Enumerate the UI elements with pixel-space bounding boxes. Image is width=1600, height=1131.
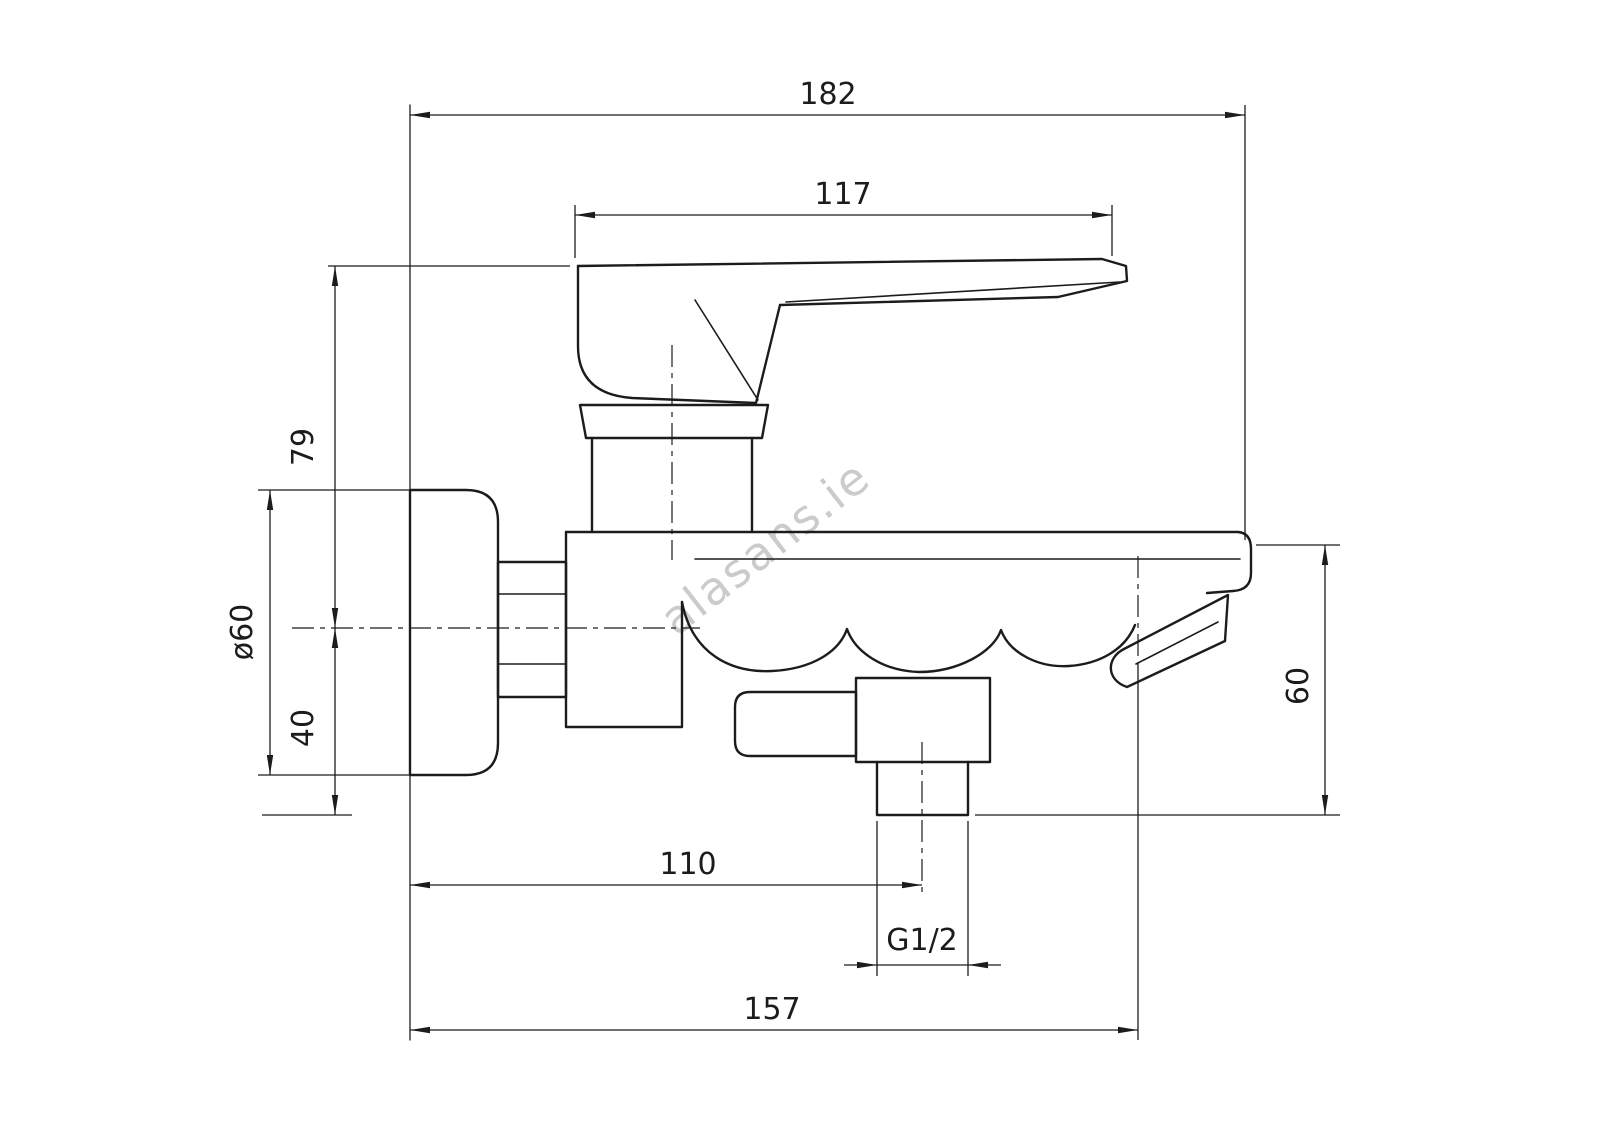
spout-outlet-inner-line (1135, 621, 1219, 665)
dim-lever-length: 117 (574, 177, 1113, 258)
dim-wall-to-shower-outlet: 110 (410, 847, 922, 889)
spout (680, 530, 1253, 689)
dim-height-below-axis: 40 (262, 628, 352, 816)
dim-79-label: 79 (286, 428, 321, 466)
outlet-block (854, 676, 992, 764)
shower-outlet (733, 676, 992, 817)
valve-body-outline (564, 530, 684, 729)
neck-cap (578, 403, 770, 440)
dim-thread-size: G1/2 (844, 821, 1001, 976)
dim-wall-to-spout-outlet: 157 (410, 664, 1139, 1040)
dim-height-above-axis: 79 (286, 265, 570, 628)
thread-stub (875, 760, 970, 817)
dim-g12-label: G1/2 (886, 923, 958, 958)
handle-blade-inner-edge (785, 281, 1121, 303)
dim-60-label: 60 (1281, 667, 1316, 705)
spout-wave-underside (680, 600, 1137, 674)
dim-110-label: 110 (659, 847, 716, 882)
handle-blade (576, 257, 1129, 307)
wall-flange (408, 488, 500, 777)
dim-40-label: 40 (286, 709, 321, 747)
cartridge-neck (578, 403, 770, 534)
handle-grip (576, 264, 782, 405)
centerlines (292, 345, 1139, 892)
valve-body (564, 530, 1240, 729)
spout-end-cap (1205, 530, 1253, 595)
dimensions: 182 117 79 ø60 (225, 77, 1340, 1040)
lever-handle (576, 257, 1129, 405)
dim-overall-depth: 182 (410, 77, 1246, 540)
handle-grip-edge (694, 299, 759, 401)
spout-outlet-tip (1109, 593, 1230, 689)
dim-157-label: 157 (743, 992, 800, 1027)
dim-spout-drop: 60 (975, 544, 1340, 816)
diverter-bar (733, 690, 858, 758)
dim-182-label: 182 (799, 77, 856, 112)
dim-flange-diameter: ø60 (225, 489, 415, 776)
faucet-outline (408, 104, 1253, 1041)
hex-nut (496, 560, 568, 699)
hex-nut-outline (496, 560, 568, 699)
dim-117-label: 117 (814, 177, 871, 212)
dim-d60-label: ø60 (225, 604, 260, 661)
